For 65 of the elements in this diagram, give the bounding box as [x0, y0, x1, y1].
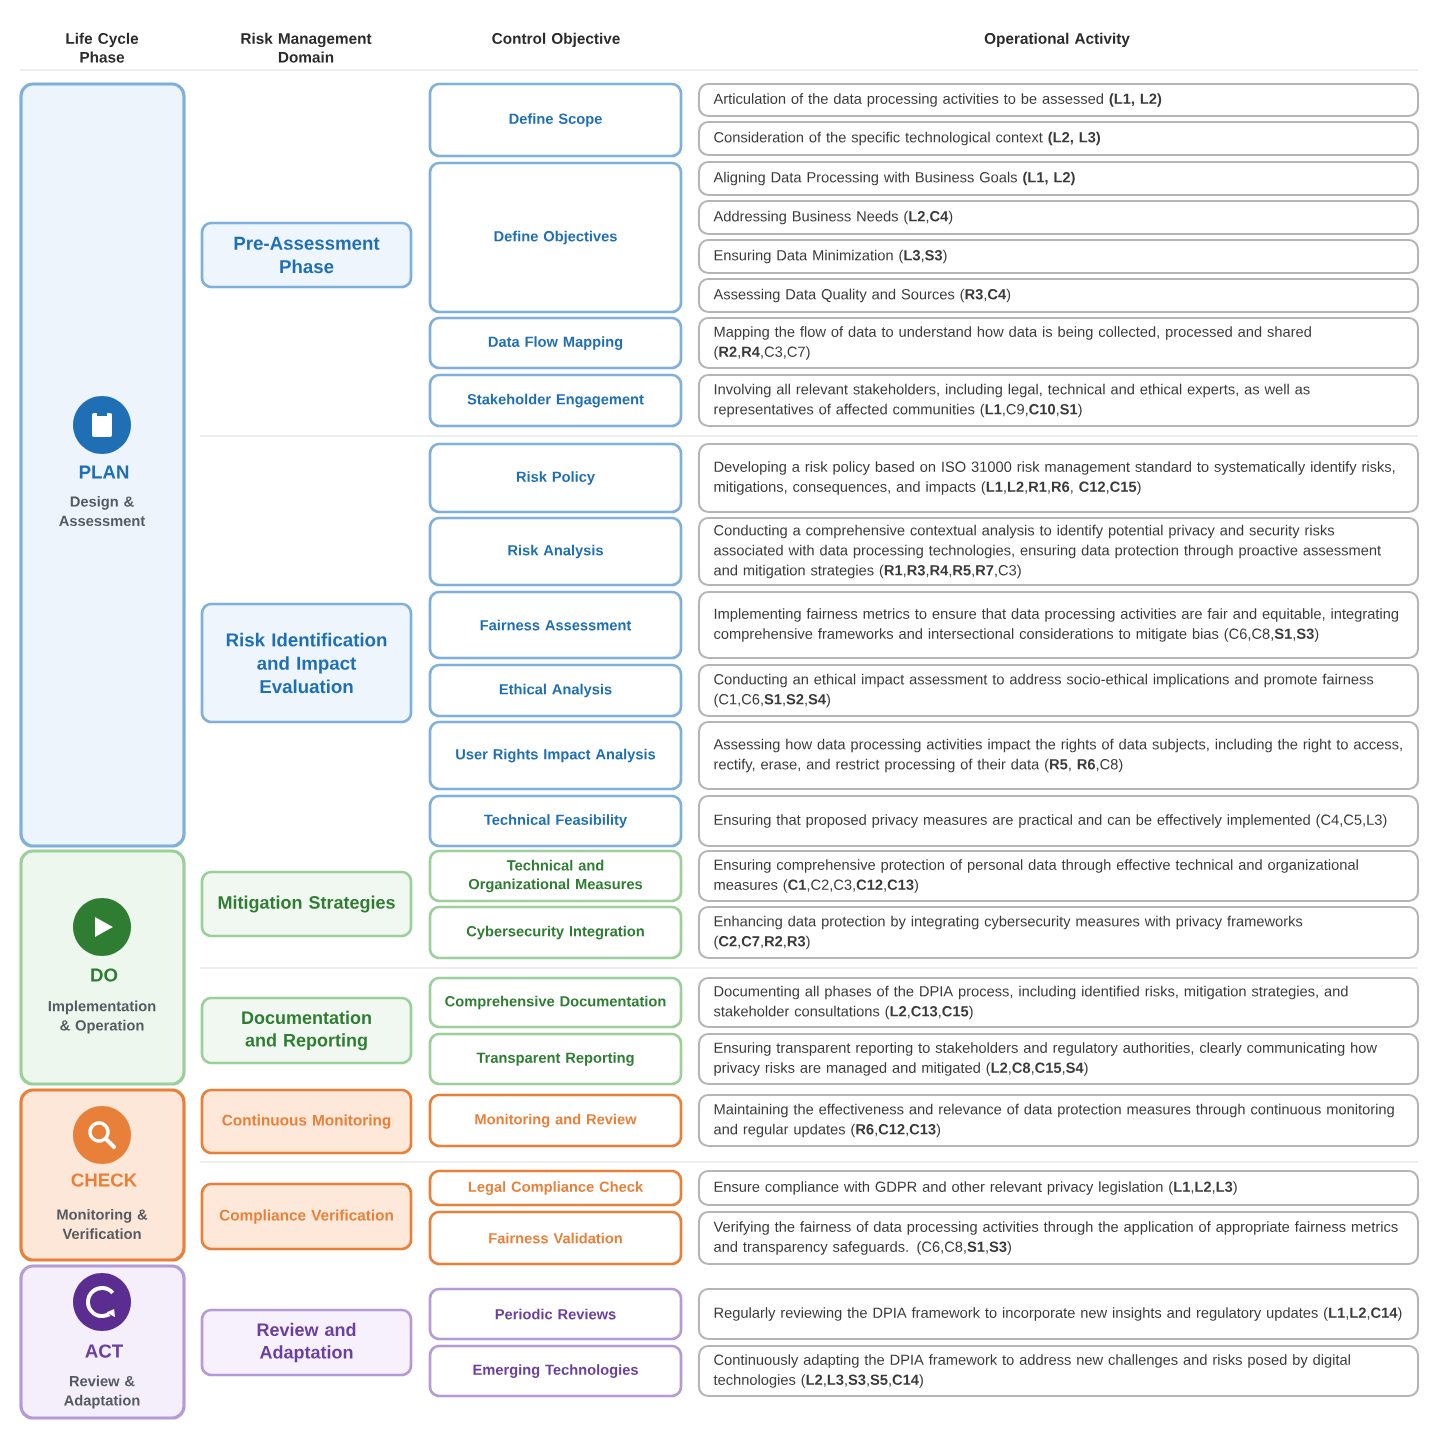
- domain-box: Mitigation Strategies: [200, 870, 413, 938]
- objective-box: Transparent Reporting: [428, 1032, 683, 1086]
- objective-box: Data Flow Mapping: [428, 316, 683, 370]
- phase-title: DO: [91, 968, 118, 982]
- activity-box: Involving all relevant stakeholders, including legal, technical and ethical experts, as well as representatives of affected communities (L1,C9,C10,S1): [697, 373, 1420, 428]
- domain-box: Compliance Verification: [200, 1182, 413, 1251]
- activity-box: Assessing Data Quality and Sources (R3,C4): [697, 277, 1420, 314]
- objective-box: Define Scope: [428, 82, 683, 158]
- objective-box: Define Objectives: [428, 161, 683, 314]
- activity-box: Ensure compliance with GDPR and other relevant privacy legislation (L1,L2,L3): [697, 1169, 1420, 1207]
- phase-subtitle: Implementation & Operation: [48, 1000, 156, 1034]
- objective-box: Emerging Technologies: [428, 1344, 683, 1398]
- objective-box: Ethical Analysis: [428, 663, 683, 718]
- activity-box: Maintaining the effectiveness and relevance of data protection measures through continuous monitoring and regular updates (R6,C12,C13): [697, 1093, 1420, 1148]
- domain-box: Review and Adaptation: [200, 1308, 413, 1377]
- activity-box: Ensuring transparent reporting to stakeholders and regulatory authorities, clearly communicating how privacy risks are managed and mitigated (L2,C8,C15,S4): [697, 1032, 1420, 1086]
- activity-box: Ensuring Data Minimization (L3,S3): [697, 238, 1420, 275]
- phase-subtitle: Review & Adaptation: [64, 1375, 140, 1409]
- activity-box: Aligning Data Processing with Business Goals (L1, L2): [697, 160, 1420, 197]
- activity-box: Developing a risk policy based on ISO 31000 risk management standard to systematically identify risks, mitigations, consequences, and impacts (L1,L2,R1,R6, C12,C15): [697, 442, 1420, 514]
- domain-box: Continuous Monitoring: [200, 1088, 413, 1155]
- objective-box: Technical Feasibility: [428, 794, 683, 848]
- activity-box: Regularly reviewing the DPIA framework to incorporate new insights and regulatory updates (L1,L2,C14): [697, 1287, 1420, 1341]
- objective-box: Legal Compliance Check: [428, 1169, 683, 1207]
- column-header: Operational Activity: [984, 32, 1130, 47]
- phase-subtitle: Design & Assessment: [59, 495, 145, 527]
- activity-box: Conducting a comprehensive contextual analysis to identify potential privacy and security risks associated with data processing technologies, ensuring data protection through proactive assessment and mitigation strategies (R1,R3,R4,R5,R7,C3): [697, 516, 1420, 587]
- objective-box: Technical and Organizational Measures: [428, 849, 683, 903]
- activity-box: Implementing fairness metrics to ensure that data processing activities are fair and equitable, integrating comprehensive frameworks and intersectional considerations to mitigate bias (C6,C8,S1,S3): [697, 590, 1420, 660]
- activity-box: Documenting all phases of the DPIA process, including identified risks, mitigation strategies, and stakeholder consultations (L2,C13,C15): [697, 976, 1420, 1029]
- activity-box: Consideration of the specific technological context (L2, L3): [697, 120, 1420, 157]
- objective-box: Risk Analysis: [428, 516, 683, 587]
- phase-panel: [19, 82, 186, 848]
- activity-box: Articulation of the data processing activities to be assessed (L1, L2): [697, 82, 1420, 118]
- phase-panel: [19, 1088, 186, 1262]
- domain-box: Documentation and Reporting: [200, 996, 413, 1065]
- phase-title: PLAN: [79, 465, 129, 479]
- activity-box: Addressing Business Needs (L2,C4): [697, 199, 1420, 236]
- objective-box: User Rights Impact Analysis: [428, 720, 683, 791]
- column-header: Risk Management Domain: [241, 32, 372, 63]
- objective-box: Fairness Validation: [428, 1210, 683, 1266]
- objective-box: Comprehensive Documentation: [428, 976, 683, 1029]
- activity-box: Ensuring that proposed privacy measures are practical and can be effectively implemented (C4,C5,L3): [697, 794, 1420, 848]
- activity-box: Verifying the fairness of data processing activities through the application of appropriate fairness metrics and transparency safeguards. (C6,C8,S1,S3): [697, 1210, 1420, 1266]
- domain-box: Pre-Assessment Phase: [200, 221, 413, 289]
- activity-box: Assessing how data processing activities impact the rights of data subjects, including the right to access, rectify, erase, and restrict processing of their data (R5, R6,C8): [697, 720, 1420, 791]
- activity-box: Ensuring comprehensive protection of personal data through effective technical and organizational measures (C1,C2,C3,C12,C13): [697, 849, 1420, 903]
- column-header: Control Objective: [492, 32, 620, 47]
- objective-box: Fairness Assessment: [428, 590, 683, 660]
- activity-box: Conducting an ethical impact assessment to address socio-ethical implications and promote fairness (C1,C6,S1,S2,S4): [697, 663, 1420, 718]
- objective-box: Cybersecurity Integration: [428, 905, 683, 960]
- objective-box: Risk Policy: [428, 442, 683, 514]
- phase-subtitle: Monitoring & Verification: [57, 1208, 148, 1240]
- activity-box: Continuously adapting the DPIA framework to address new challenges and risks posed by digital technologies (L2,L3,S3,S5,C14): [697, 1344, 1420, 1398]
- objective-box: Periodic Reviews: [428, 1287, 683, 1341]
- phase-title: ACT: [85, 1344, 123, 1358]
- activity-box: Enhancing data protection by integrating cybersecurity measures with privacy frameworks (C2,C7,R2,R3): [697, 905, 1420, 960]
- objective-box: Stakeholder Engagement: [428, 373, 683, 428]
- domain-box: Risk Identification and Impact Evaluation: [200, 602, 413, 724]
- phase-panel: [19, 849, 186, 1086]
- objective-box: Monitoring and Review: [428, 1093, 683, 1148]
- phase-panel: [19, 1264, 186, 1420]
- phase-title: CHECK: [71, 1173, 137, 1187]
- activity-box: Mapping the flow of data to understand how data is being collected, processed and shared (R2,R4,C3,C7): [697, 316, 1420, 370]
- column-header: Life Cycle Phase: [66, 32, 139, 63]
